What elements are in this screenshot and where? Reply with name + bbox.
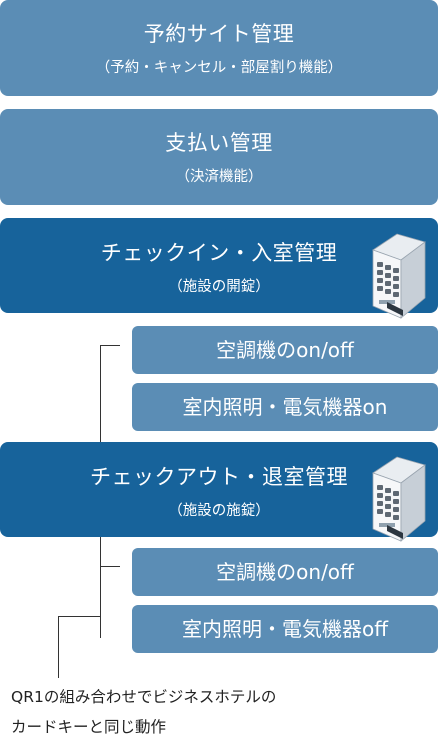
checkin-aircon-onoff: 空調機のon/off	[132, 326, 438, 374]
checkout-management-box: チェックアウト・退室管理 （施設の施錠）	[0, 442, 438, 537]
payment-management-subtitle: （決済機能）	[175, 169, 263, 185]
note-line-2: カードキーと同じ動作	[11, 718, 167, 736]
connector-line	[58, 616, 59, 678]
checkout-management-title: チェックアウト・退室管理	[90, 465, 348, 489]
checkout-management-subtitle: （施設の施錠）	[168, 503, 270, 519]
checkin-management-box: チェックイン・入室管理 （施設の開錠）	[0, 218, 438, 313]
checkin-lighting-appliances-on: 室内照明・電気機器on	[132, 383, 438, 431]
connector-line	[100, 345, 120, 346]
keypad-lock-icon	[372, 233, 426, 319]
connector-line	[100, 345, 101, 442]
payment-management-title: 支払い管理	[165, 131, 273, 155]
reservation-management-subtitle: （予約・キャンセル・部屋割り機能）	[95, 60, 343, 76]
checkout-lighting-appliances-off: 室内照明・電気機器off	[132, 605, 438, 653]
keypad-lock-icon	[372, 456, 426, 542]
connector-line	[100, 566, 120, 567]
checkin-management-title: チェックイン・入室管理	[100, 241, 338, 265]
reservation-management-title: 予約サイト管理	[143, 22, 295, 46]
connector-line	[100, 537, 101, 638]
checkin-management-subtitle: （施設の開錠）	[168, 279, 270, 295]
note-line-1: QR1の組み合わせでビジネスホテルの	[11, 688, 277, 706]
reservation-management-box: 予約サイト管理 （予約・キャンセル・部屋割り機能）	[0, 0, 438, 96]
payment-management-box: 支払い管理 （決済機能）	[0, 109, 438, 205]
note-text: QR1の組み合わせでビジネスホテルの カードキーと同じ動作	[11, 682, 431, 742]
connector-line	[58, 616, 100, 617]
checkout-aircon-onoff: 空調機のon/off	[132, 548, 438, 596]
